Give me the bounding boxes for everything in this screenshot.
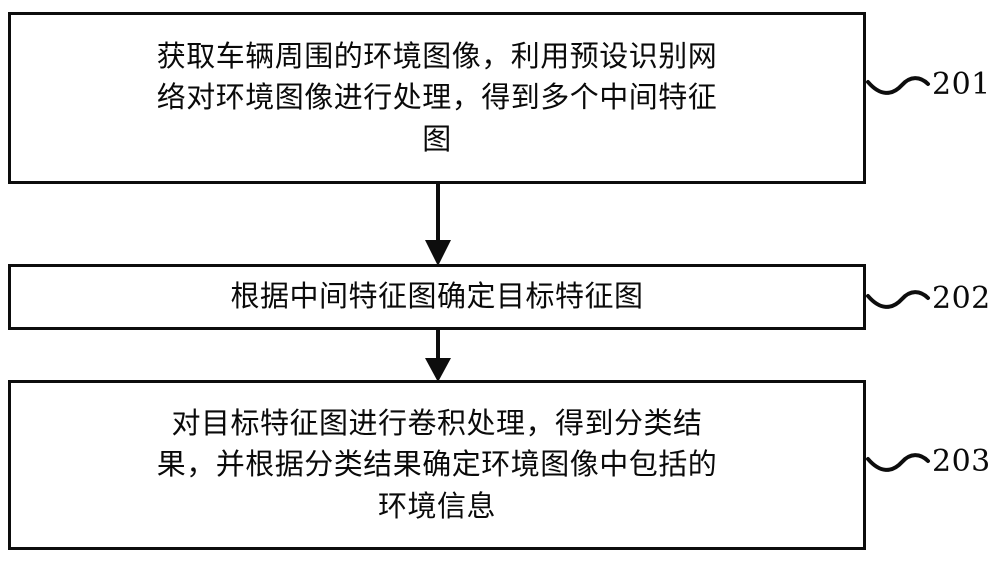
flowchart-step-text-202: 根据中间特征图确定目标特征图: [230, 279, 644, 314]
arrow-step-202-to-203: [425, 328, 451, 382]
flowchart-step-box-201: 获取车辆周围的环境图像，利用预设识别网 络对环境图像进行处理，得到多个中间特征 …: [8, 12, 866, 184]
reference-label-203: 203: [932, 444, 991, 479]
reference-label-202: 202: [932, 281, 991, 316]
reference-leader-icon-203: [866, 453, 930, 472]
arrow-step-201-to-202: [425, 182, 451, 266]
flowchart-step-box-202: 根据中间特征图确定目标特征图: [8, 264, 866, 330]
reference-label-201: 201: [932, 67, 991, 102]
reference-leader-icon-202: [866, 290, 930, 309]
flowchart-step-text-201: 获取车辆周围的环境图像，利用预设识别网 络对环境图像进行处理，得到多个中间特征 …: [156, 39, 718, 156]
flowchart-step-box-203: 对目标特征图进行卷积处理，得到分类结 果，并根据分类结果确定环境图像中包括的 环…: [8, 380, 866, 550]
reference-leader-icon-201: [866, 76, 930, 95]
flowchart-step-text-203: 对目标特征图进行卷积处理，得到分类结 果，并根据分类结果确定环境图像中包括的 环…: [156, 406, 718, 523]
